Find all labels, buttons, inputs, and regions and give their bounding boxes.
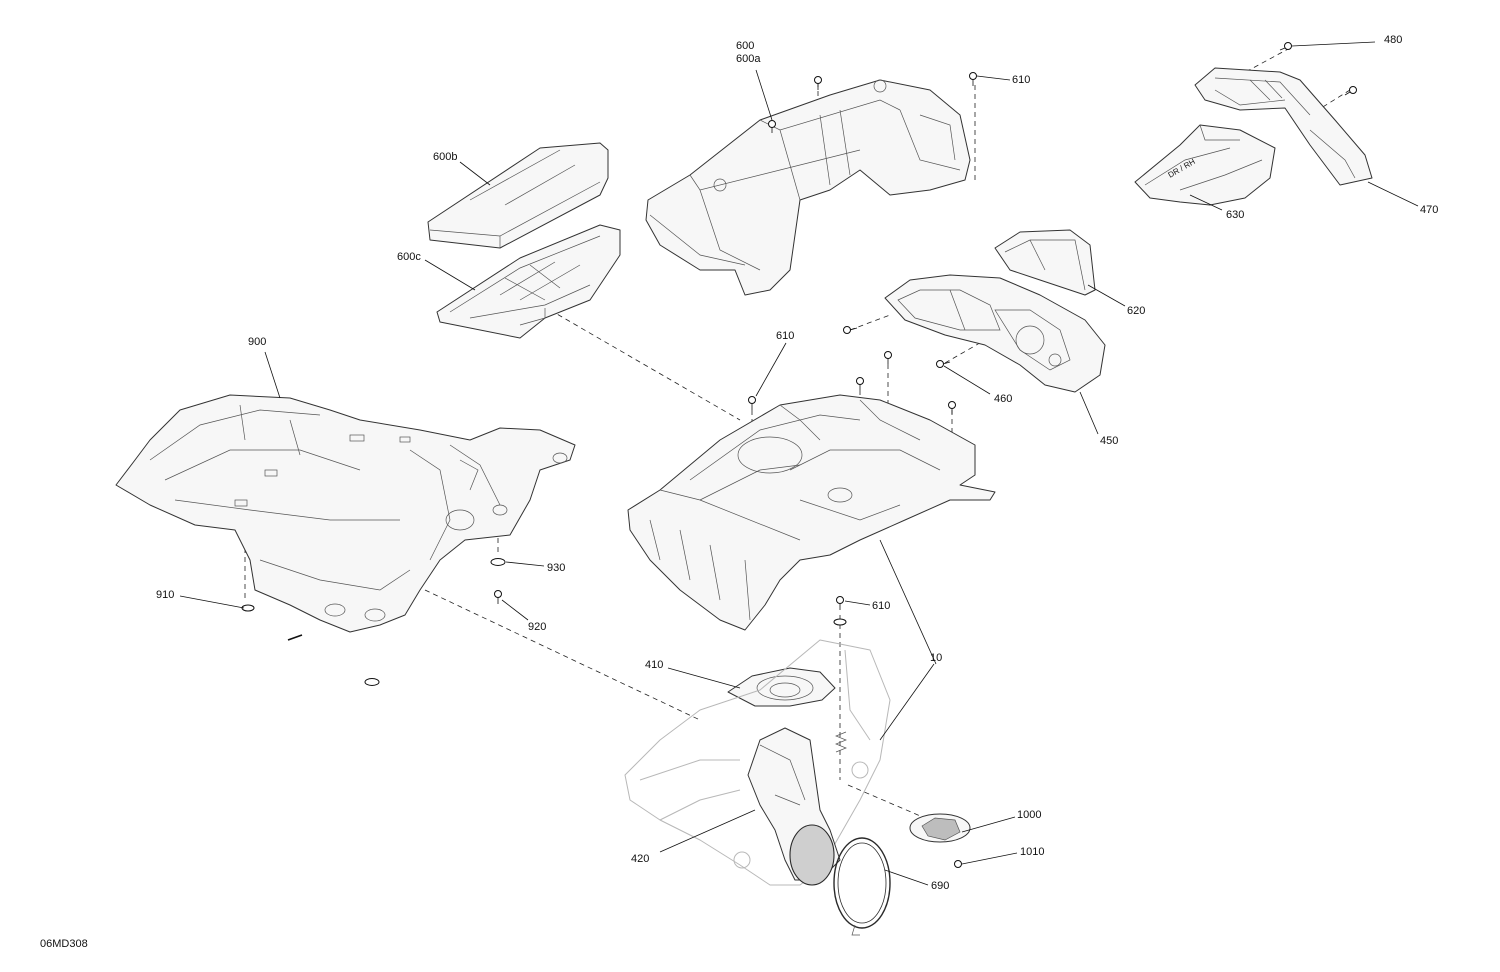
callout-600c: 600c [397, 251, 421, 263]
callout-910: 910 [156, 589, 174, 601]
callout-420: 420 [631, 853, 649, 865]
clip-icon [287, 634, 303, 641]
callout-620: 620 [1127, 305, 1145, 317]
screw-icon [836, 596, 844, 610]
callout-1000: 1000 [1017, 809, 1041, 821]
screw-icon [748, 396, 756, 410]
screw-icon [768, 120, 776, 133]
part-410-funnel [727, 667, 836, 707]
screw-icon [936, 360, 951, 368]
fasteners [241, 42, 1357, 868]
part-600b-seat [427, 142, 609, 249]
washer-icon [364, 678, 380, 686]
part-600-upper-console [645, 79, 971, 296]
callout-labels: 600 600a 600b 600c 610 480 470 630 620 4… [156, 34, 1438, 892]
washer-icon [490, 558, 506, 566]
part-630-duct: DR / RH [1134, 124, 1276, 206]
callout-600: 600 [736, 40, 754, 52]
part-600c-tray [436, 224, 621, 339]
callout-610-middle: 610 [776, 330, 794, 342]
screw-icon [1279, 42, 1292, 51]
screw-icon [1344, 86, 1357, 96]
callout-1010: 1010 [1020, 846, 1044, 858]
screw-icon [884, 351, 892, 364]
callout-leader-lines [179, 41, 1419, 886]
washer-icon [833, 618, 847, 626]
part-10-center-console [627, 394, 996, 631]
screw-icon [856, 377, 864, 390]
callout-630: 630 [1226, 209, 1244, 221]
part-900-floor-panel [115, 394, 576, 633]
spring-icon [835, 731, 847, 753]
callout-600a: 600a [736, 53, 761, 65]
screw-icon [843, 326, 858, 334]
callout-900: 900 [248, 336, 266, 348]
part-470-480-side-panel [1194, 67, 1373, 186]
callout-920: 920 [528, 621, 546, 633]
screw-icon [814, 76, 822, 90]
part-450-bezel [884, 274, 1106, 393]
callout-410: 410 [645, 659, 663, 671]
part-base-housing-ghost [624, 639, 891, 886]
screw-icon [494, 590, 502, 604]
callout-610-top: 610 [1012, 74, 1030, 86]
part-620-duct [994, 229, 1096, 296]
callout-610-lower: 610 [872, 600, 890, 612]
diagram-reference-code: 06MD308 [40, 938, 88, 950]
screw-icon [948, 401, 956, 414]
callout-930: 930 [547, 562, 565, 574]
callout-460: 460 [994, 393, 1012, 405]
callout-690: 690 [931, 880, 949, 892]
callout-10: 10 [930, 652, 942, 664]
callout-480: 480 [1384, 34, 1402, 46]
part-1000-cap [909, 813, 971, 843]
part-690-clamp [833, 837, 891, 936]
callout-450: 450 [1100, 435, 1118, 447]
callout-600b: 600b [433, 151, 457, 163]
screw-icon [969, 72, 977, 86]
nut-icon [954, 860, 962, 868]
callout-470: 470 [1420, 204, 1438, 216]
part-420-duct-tube [747, 727, 841, 886]
